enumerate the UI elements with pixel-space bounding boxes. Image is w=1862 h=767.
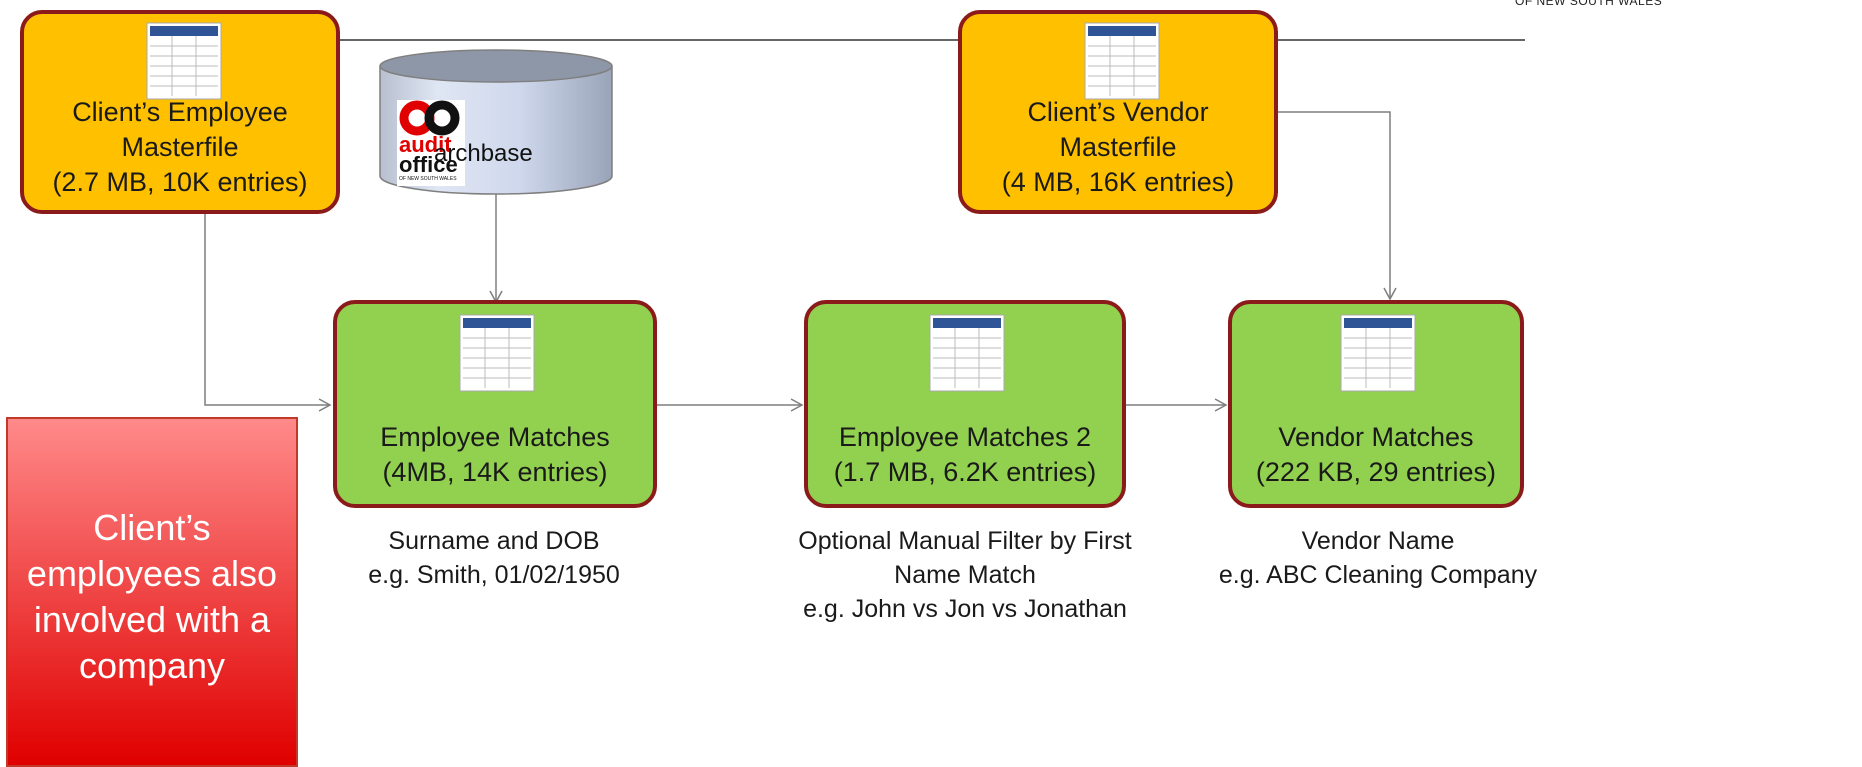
table-icon: [929, 314, 1005, 392]
employee-matches-node: Employee Matches (4MB, 14K entries): [333, 300, 657, 508]
employee-matches-2-node: Employee Matches 2 (1.7 MB, 6.2K entries…: [804, 300, 1126, 508]
caption-first-name-filter: Optional Manual Filter by First Name Mat…: [798, 527, 1132, 623]
header-brand-text: OF NEW SOUTH WALES: [1515, 0, 1663, 8]
caption-surname-dob: Surname and DOB e.g. Smith, 01/02/1950: [368, 527, 620, 589]
logo-subtitle: OF NEW SOUTH WALES: [399, 176, 457, 182]
vendor-matches-label: Vendor Matches (222 KB, 29 entries): [1255, 422, 1497, 487]
connector-employee-master-to-matches: [204, 214, 332, 412]
vendor-matches-node: Vendor Matches (222 KB, 29 entries): [1228, 300, 1524, 508]
audit-office-logo: audit office OF NEW SOUTH WALES: [397, 100, 465, 186]
vendor-masterfile-label: Client’s Vendor Masterfile (4 MB, 16K en…: [1001, 97, 1235, 197]
employee-matches-label: Employee Matches (4MB, 14K entries): [380, 422, 610, 487]
caption-vendor-name: Vendor Name e.g. ABC Cleaning Company: [1218, 527, 1538, 589]
table-icon: [1340, 314, 1416, 392]
connector-vendor-master-to-vendor-matches: [1276, 111, 1397, 301]
logo-word-audit: audit: [399, 132, 452, 157]
conclusion-note: Client’s employees also involved with a …: [6, 417, 298, 767]
employee-matches-2-label: Employee Matches 2 (1.7 MB, 6.2K entries…: [833, 422, 1097, 487]
vendor-masterfile-node: Client’s Vendor Masterfile (4 MB, 16K en…: [958, 10, 1278, 214]
employee-masterfile-node: Client’s Employee Masterfile (2.7 MB, 10…: [20, 10, 340, 214]
logo-word-office: office: [399, 152, 458, 177]
database-label: archbase: [434, 140, 533, 167]
table-icon: [1084, 22, 1160, 100]
employee-masterfile-label: Client’s Employee Masterfile (2.7 MB, 10…: [52, 97, 308, 197]
table-icon: [459, 314, 535, 392]
table-icon: [146, 22, 222, 100]
